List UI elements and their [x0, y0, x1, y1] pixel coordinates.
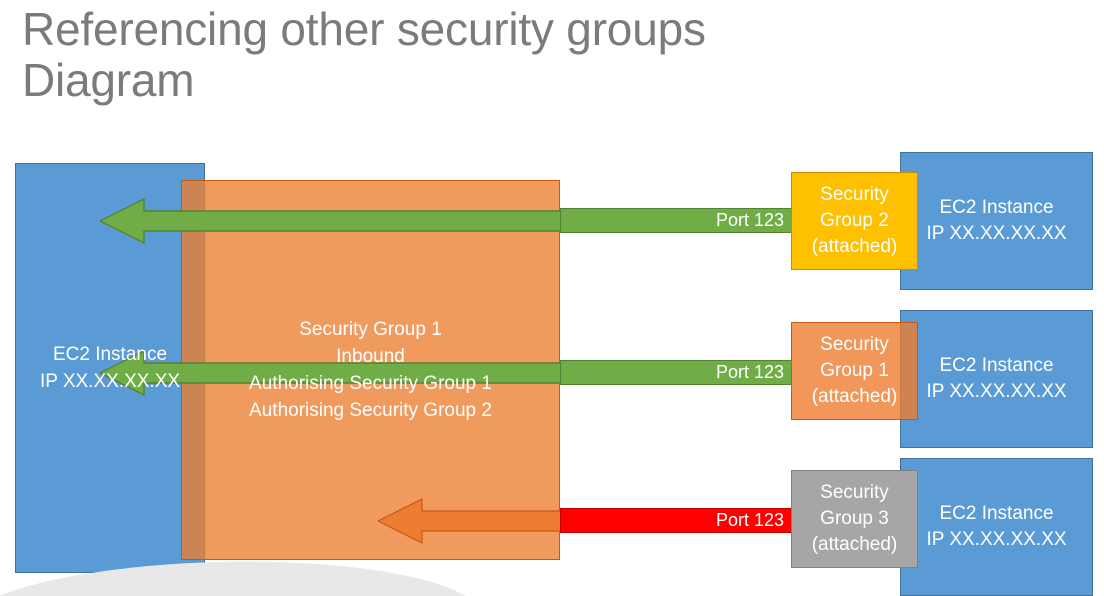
- allow-arrow-row-1: [100, 197, 566, 245]
- page-title: Referencing other security groups Diagra…: [22, 3, 706, 106]
- security-group-1-name-line1: Security: [820, 334, 889, 355]
- security-group-3-attached: (attached): [811, 534, 898, 555]
- ec2-instance-row-1-ip: IP XX.XX.XX.XX: [926, 223, 1067, 244]
- port-label-row-3: Port 123: [715, 510, 784, 530]
- security-group-3-tag: Security Group 3 (attached): [791, 470, 918, 568]
- security-group-2-tag: Security Group 2 (attached): [791, 172, 918, 270]
- ec2-instance-row-1-name: EC2 Instance: [939, 197, 1054, 218]
- allow-arrow-row-2: [100, 349, 566, 397]
- ec2-instance-row-2-name: EC2 Instance: [939, 355, 1054, 376]
- security-group-2-name-line1: Security: [820, 184, 889, 205]
- ec2-instance-row-3: EC2 Instance IP XX.XX.XX.XX: [900, 458, 1093, 596]
- ec2-instance-row-3-name: EC2 Instance: [939, 503, 1054, 524]
- ec2-instance-row-2-ip: IP XX.XX.XX.XX: [926, 381, 1067, 402]
- port-label-row-1: Port 123: [715, 210, 784, 230]
- ec2-instance-left-name: EC2 Instance: [52, 344, 168, 365]
- security-group-1-attached: (attached): [811, 386, 898, 407]
- port-bar-row-3: Port 123: [560, 508, 792, 533]
- ec2-instance-row-1: EC2 Instance IP XX.XX.XX.XX: [900, 152, 1093, 290]
- security-group-2-name-line2: Group 2: [820, 210, 889, 231]
- security-group-1-tag: Security Group 1 (attached): [791, 322, 918, 420]
- security-group-1-name-line2: Group 1: [820, 360, 889, 381]
- deny-arrow-row-3: [378, 498, 566, 544]
- ec2-instance-row-2: EC2 Instance IP XX.XX.XX.XX: [900, 310, 1093, 448]
- port-bar-row-2: Port 123: [560, 360, 792, 385]
- ec2-instance-row-3-ip: IP XX.XX.XX.XX: [926, 529, 1067, 550]
- ec2-instance-left-label: EC2 Instance IP XX.XX.XX.XX: [15, 163, 205, 573]
- security-group-1-rules-text: Security Group 1 Inbound Authorising Sec…: [249, 319, 492, 421]
- port-bar-row-1: Port 123: [560, 208, 792, 233]
- security-group-3-name-line2: Group 3: [820, 508, 889, 529]
- ec2-instance-left-ip: IP XX.XX.XX.XX: [39, 371, 181, 392]
- security-group-2-attached: (attached): [811, 236, 898, 257]
- security-group-3-name-line1: Security: [820, 482, 889, 503]
- port-label-row-2: Port 123: [715, 362, 784, 382]
